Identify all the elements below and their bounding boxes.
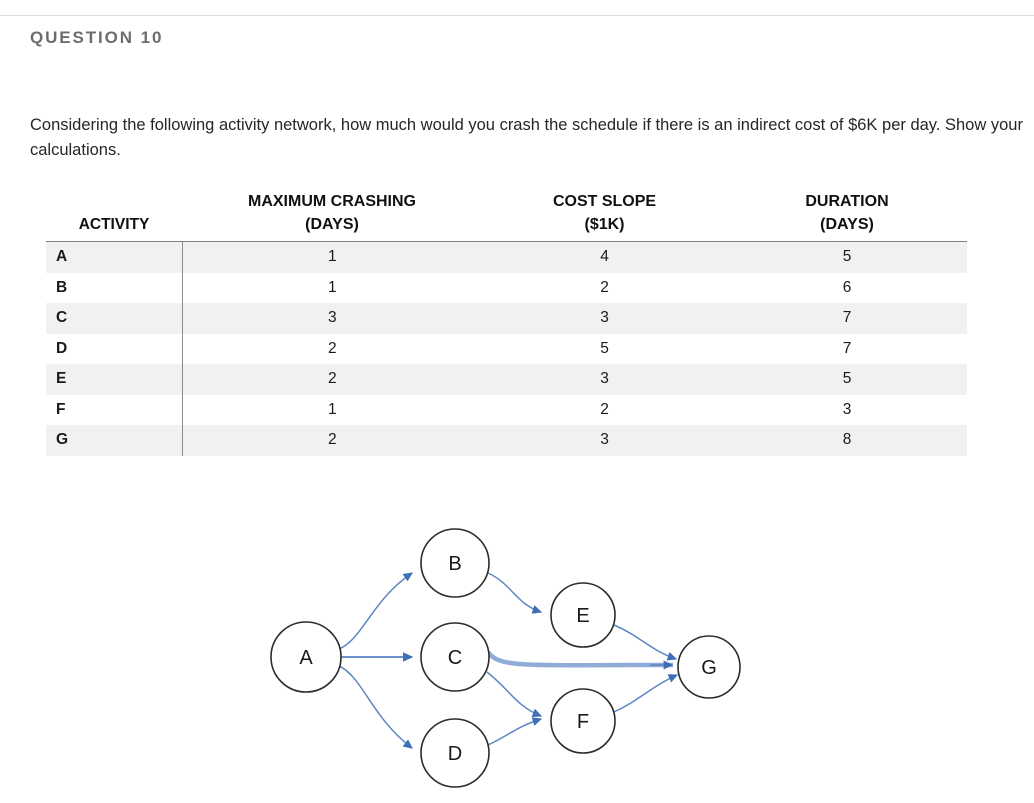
node-b: B: [420, 528, 490, 598]
cell-activity: C: [46, 303, 183, 334]
table-row: G 2 3 8: [46, 425, 967, 456]
node-a: A: [270, 621, 342, 693]
column-header-activity-title: ACTIVITY: [78, 216, 150, 233]
cell-cost-slope: 2: [482, 272, 727, 303]
column-header-cost-slope-title: COST SLOPE: [552, 193, 657, 210]
column-header-duration-title: DURATION: [805, 193, 889, 210]
cell-activity: G: [46, 425, 183, 456]
cell-cost-slope: 3: [482, 425, 727, 456]
cell-cost-slope: 3: [482, 364, 727, 395]
cell-duration: 7: [727, 333, 967, 364]
edge-e-to-g: [613, 624, 678, 661]
node-g: G: [677, 635, 741, 699]
cell-max-crashing: 1: [182, 394, 482, 425]
table-row: F 1 2 3: [46, 394, 967, 425]
cell-activity: A: [46, 241, 183, 273]
cell-max-crashing: 2: [182, 333, 482, 364]
column-header-max-crashing: MAXIMUM CRASHING (DAYS): [182, 190, 482, 242]
cell-activity: D: [46, 333, 183, 364]
table-row: E 2 3 5: [46, 364, 967, 395]
cell-cost-slope: 5: [482, 333, 727, 364]
column-header-duration-unit: (DAYS): [820, 216, 874, 233]
table-row: C 3 3 7: [46, 303, 967, 334]
edge-c-to-g: [486, 650, 674, 668]
cell-max-crashing: 2: [182, 425, 482, 456]
cell-max-crashing: 1: [182, 272, 482, 303]
edge-d-to-f: [487, 717, 543, 746]
edge-a-to-d: [338, 665, 413, 749]
node-f: F: [550, 688, 616, 754]
node-c: C: [420, 622, 490, 692]
node-g-label: G: [701, 657, 717, 679]
cell-activity: E: [46, 364, 183, 395]
cell-activity: F: [46, 394, 183, 425]
column-header-cost-slope: COST SLOPE ($1K): [482, 190, 727, 242]
node-b-label: B: [448, 553, 461, 575]
diagram-nodes: A B C D E: [270, 528, 741, 788]
cell-activity: B: [46, 272, 183, 303]
cell-cost-slope: 2: [482, 394, 727, 425]
cell-max-crashing: 1: [182, 241, 482, 273]
column-header-max-crashing-title: MAXIMUM CRASHING: [248, 193, 416, 210]
page-title: QUESTION 10: [30, 28, 164, 47]
node-e: E: [550, 582, 616, 648]
edge-b-to-e: [487, 572, 543, 614]
column-header-duration: DURATION (DAYS): [727, 190, 967, 242]
cell-cost-slope: 4: [482, 241, 727, 273]
cell-duration: 3: [727, 394, 967, 425]
cell-duration: 8: [727, 425, 967, 456]
column-header-cost-slope-unit: ($1K): [584, 216, 625, 233]
edge-a-to-b: [338, 572, 413, 650]
node-a-label: A: [299, 647, 313, 669]
node-d-label: D: [448, 743, 462, 765]
activity-table: ACTIVITY MAXIMUM CRASHING (DAYS) COST SL…: [46, 190, 967, 456]
edge-c-to-f: [486, 671, 543, 718]
table-row: B 1 2 6: [46, 272, 967, 303]
node-e-label: E: [576, 605, 589, 627]
node-c-label: C: [448, 647, 462, 669]
question-prompt-text: Considering the following activity netwo…: [30, 116, 1028, 159]
cell-max-crashing: 2: [182, 364, 482, 395]
column-header-max-crashing-unit: (DAYS): [305, 216, 359, 233]
top-divider: [0, 15, 1034, 16]
edge-f-to-g: [613, 674, 679, 713]
cell-duration: 5: [727, 241, 967, 273]
table-header-row: ACTIVITY MAXIMUM CRASHING (DAYS) COST SL…: [46, 190, 967, 242]
cell-duration: 7: [727, 303, 967, 334]
activity-table-wrapper: ACTIVITY MAXIMUM CRASHING (DAYS) COST SL…: [46, 190, 967, 456]
diagram-edges: [338, 572, 679, 749]
cell-duration: 5: [727, 364, 967, 395]
node-f-label: F: [577, 711, 589, 733]
cell-max-crashing: 3: [182, 303, 482, 334]
cell-cost-slope: 3: [482, 303, 727, 334]
table-row: A 1 4 5: [46, 241, 967, 273]
activity-table-body: A 1 4 5 B 1 2 6 C 3 3 7 D: [46, 241, 967, 456]
cell-duration: 6: [727, 272, 967, 303]
node-d: D: [420, 718, 490, 788]
column-header-activity: ACTIVITY: [46, 190, 182, 242]
table-row: D 2 5 7: [46, 333, 967, 364]
